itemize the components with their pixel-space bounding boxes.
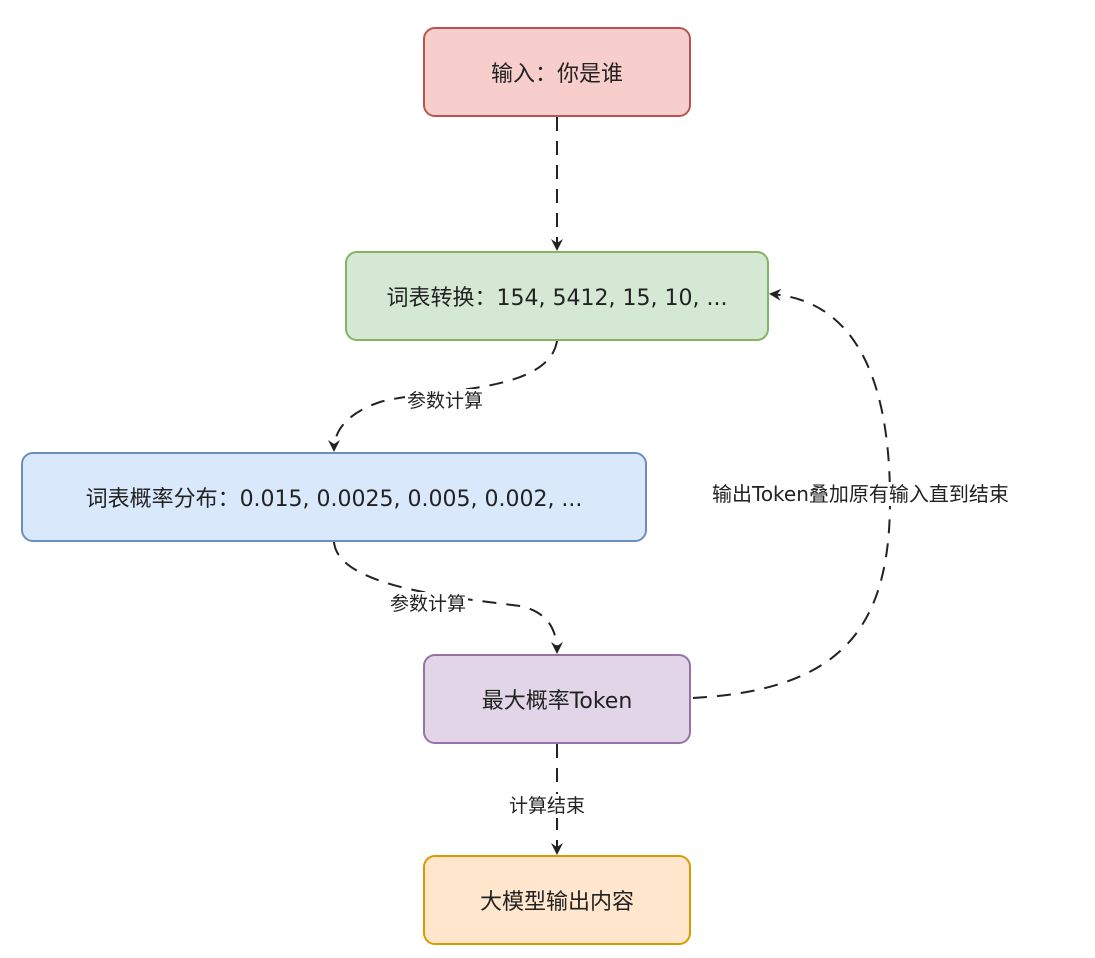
node-model-output: 大模型输出内容: [423, 855, 691, 945]
edge-label-calc-end: 计算结束: [507, 794, 588, 818]
node-model-output-label: 大模型输出内容: [479, 890, 634, 915]
edge-vocab-to-prob: [328, 340, 558, 452]
node-vocab-conversion-label: 词表转换：154, 5412, 15, 10, ...: [386, 286, 728, 311]
node-vocab-conversion: 词表转换：154, 5412, 15, 10, ...: [345, 251, 769, 341]
node-max-probability-token: 最大概率Token: [423, 654, 691, 744]
node-probability-distribution-label: 词表概率分布：0.015, 0.0025, 0.005, 0.002, ...: [85, 487, 583, 512]
edge-label-param-calc-2: 参数计算: [388, 592, 469, 616]
node-input: 输入：你是谁: [423, 27, 691, 117]
edge-label-loop-back: 输出Token叠加原有输入直到结束: [710, 482, 1011, 506]
node-max-probability-token-label: 最大概率Token: [481, 689, 633, 714]
edge-label-param-calc-1: 参数计算: [405, 389, 486, 413]
edge-prob-to-token: [333, 541, 563, 654]
node-probability-distribution: 词表概率分布：0.015, 0.0025, 0.005, 0.002, ...: [21, 452, 647, 542]
node-input-label: 输入：你是谁: [490, 62, 623, 87]
